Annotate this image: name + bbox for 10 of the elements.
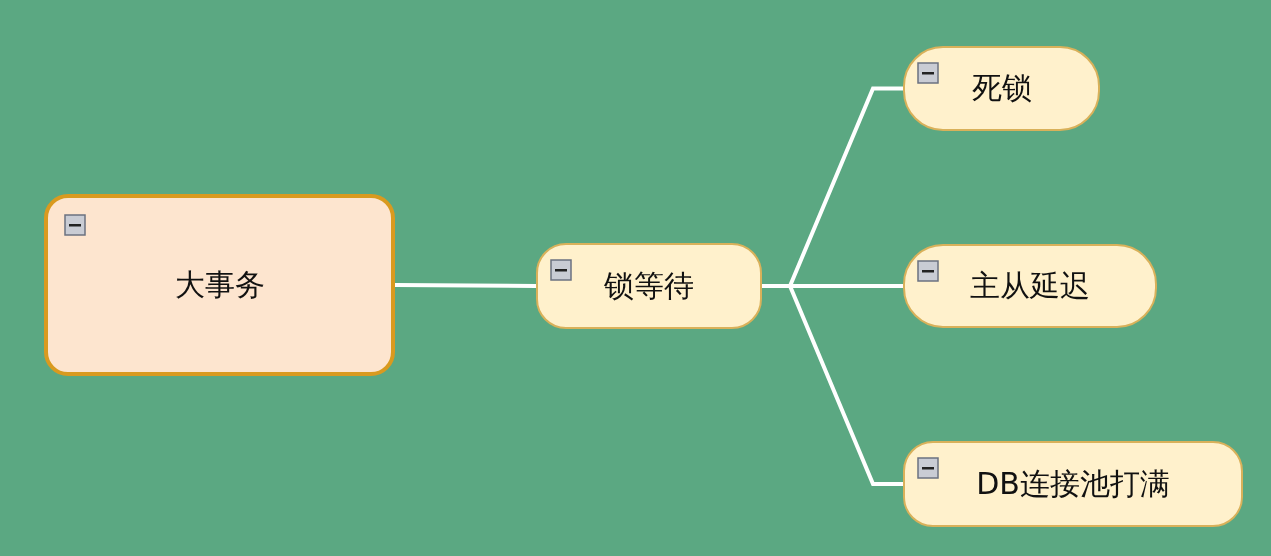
node-label: 死锁 (971, 69, 1032, 107)
node-label: 大事务 (174, 265, 265, 304)
branch-box (536, 243, 762, 329)
topic-box (44, 194, 395, 376)
node-label: 主从延迟 (970, 266, 1090, 305)
branch-box (903, 441, 1243, 527)
node-label: DB连接池打满 (976, 464, 1170, 503)
connector-line (762, 284, 903, 486)
node-label: 锁等待 (604, 266, 694, 305)
connector-line (395, 283, 536, 288)
